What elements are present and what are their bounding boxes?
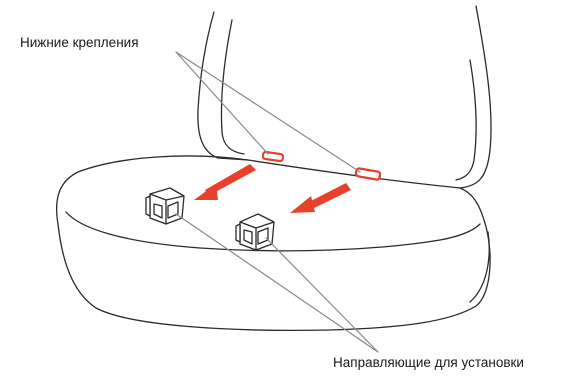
label-installation-guides: Направляющие для установки: [333, 355, 524, 370]
label-lower-anchors: Нижние крепления: [20, 35, 139, 50]
direction-arrows: [194, 164, 351, 213]
seat-back-right-edge: [459, 5, 492, 189]
seat-back: [197, 5, 492, 189]
seat-back-inner-left: [220, 19, 245, 155]
leader-bottom-to-guide-right: [265, 237, 379, 353]
lower-anchor-right: [354, 167, 382, 181]
seat-back-outline: [197, 11, 249, 161]
leader-lines: [175, 51, 379, 353]
arrow-right: [290, 183, 351, 213]
seat-cushion-front-seam: [65, 211, 481, 252]
lower-anchor-left: [261, 150, 285, 163]
leader-top-to-anchor-left: [175, 51, 269, 155]
seat-back-side-panel: [455, 59, 477, 181]
installation-guide-right: [235, 213, 275, 251]
seat-cushion-crease: [247, 159, 461, 189]
arrow-left: [194, 164, 256, 200]
lower-anchors: [261, 150, 382, 181]
seat-cushion-side: [469, 231, 490, 303]
seat-cushion-outline: [55, 155, 491, 332]
installation-guide-left: [145, 187, 185, 225]
leader-bottom-to-guide-left: [175, 213, 379, 353]
seat-cushion: [55, 155, 491, 332]
leader-top-to-anchor-right: [175, 51, 361, 173]
